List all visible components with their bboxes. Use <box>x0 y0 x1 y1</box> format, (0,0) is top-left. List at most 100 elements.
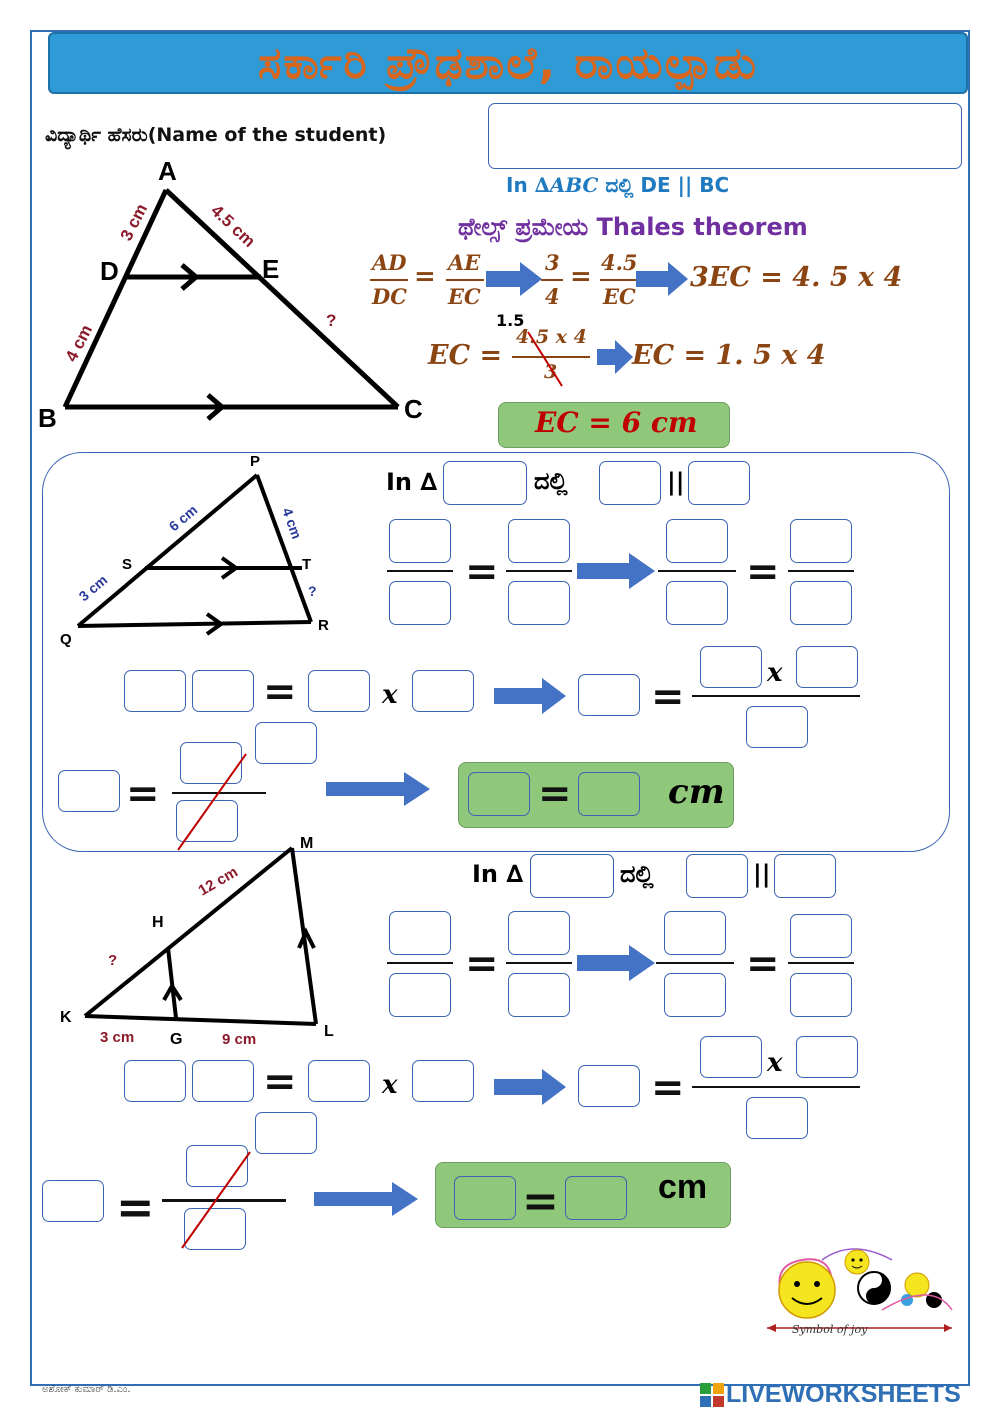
liveworksheets-logo-icon <box>700 1382 724 1407</box>
fraction-line <box>387 570 453 572</box>
example-answer-box <box>498 402 730 448</box>
equals-sign: = <box>651 674 685 720</box>
example-heading: In ∆ABC ದಲ್ಲಿ DE || BC <box>506 173 729 197</box>
p2-lhs2-input[interactable] <box>192 1060 254 1102</box>
p1-rhs2-input[interactable] <box>412 670 474 712</box>
liveworksheets-brand: LIVEWORKSHEETS <box>700 1380 961 1409</box>
cancel-note: 1.5 <box>496 311 525 330</box>
p1-cancel-extra-input[interactable] <box>255 722 317 764</box>
page-border <box>30 30 970 1386</box>
p1-num4-input[interactable] <box>790 519 852 563</box>
frac-ae-num: AE <box>448 250 481 275</box>
fraction-line <box>788 570 854 572</box>
p2-den3-input[interactable] <box>664 973 726 1017</box>
arrow-icon <box>636 262 688 296</box>
fraction-line <box>506 962 572 964</box>
p2-frac-num1-input[interactable] <box>700 1036 762 1078</box>
side-tr-label: ? <box>308 583 317 599</box>
side-kg-label: 3 cm <box>100 1029 134 1046</box>
p2-cancel-num-input[interactable] <box>186 1145 248 1187</box>
ec-label: EC = <box>428 340 503 371</box>
arrow-icon <box>494 1069 566 1105</box>
p1-lhs2-input[interactable] <box>192 670 254 712</box>
equals-sign: = <box>126 771 160 817</box>
vertex-c: C <box>404 394 423 424</box>
vertex-r: R <box>318 617 329 634</box>
result-ec: EC = 1. 5 x 4 <box>632 340 826 371</box>
p2-answer-right-input[interactable] <box>565 1176 627 1220</box>
p1-unknown-input[interactable] <box>578 674 640 716</box>
p1-lhs1-input[interactable] <box>124 670 186 712</box>
p1-triangle-input[interactable] <box>443 461 527 505</box>
p1-den2-input[interactable] <box>508 581 570 625</box>
arrow-icon <box>494 678 566 714</box>
arrow-icon <box>486 262 542 296</box>
vertex-b: B <box>38 403 57 433</box>
result-3ec: 3EC = 4. 5 x 4 <box>690 262 903 293</box>
p1-den4-input[interactable] <box>790 581 852 625</box>
arrow-icon <box>577 945 655 981</box>
equals-sign: = <box>651 1065 685 1111</box>
p1-line2-input[interactable] <box>688 461 750 505</box>
vertex-d: D <box>100 256 119 286</box>
p2-cancel-extra-input[interactable] <box>255 1112 317 1154</box>
p1-num2-input[interactable] <box>508 519 570 563</box>
p2-num4-input[interactable] <box>790 914 852 958</box>
triangle-abc-diagram: A B C D E 3 cm 4.5 cm 4 cm ? <box>38 156 423 433</box>
equals-sign: = <box>746 549 780 595</box>
p2-unknown-input[interactable] <box>578 1065 640 1107</box>
example-answer: EC = 6 cm <box>535 406 698 439</box>
school-name-banner: ಸರ್ಕಾರಿ ಪ್ರೌಢಶಾಲೆ, ರಾಯಲ್ಪಾಡು <box>48 32 968 94</box>
p1-cancel-num-input[interactable] <box>180 742 242 784</box>
p1-num3-input[interactable] <box>666 519 728 563</box>
equals-sign: = <box>116 1180 155 1234</box>
p1-cancel-den-input[interactable] <box>176 800 238 842</box>
p2-answer-left-input[interactable] <box>454 1176 516 1220</box>
frac-ad-line <box>370 279 408 281</box>
fraction-line <box>658 570 736 572</box>
p2-den1-input[interactable] <box>389 973 451 1017</box>
dalli-word: ದಲ್ಲಿ <box>605 173 634 197</box>
equals-sign: = <box>263 669 297 715</box>
p2-rhs2-input[interactable] <box>412 1060 474 1102</box>
p2-line1-input[interactable] <box>686 854 748 898</box>
fraction-line <box>692 695 860 697</box>
vertex-s: S <box>122 556 132 573</box>
p1-den3-input[interactable] <box>666 581 728 625</box>
vertex-m: M <box>300 835 313 852</box>
frac-ad-num: AD <box>372 250 407 275</box>
fraction-line <box>692 1086 860 1088</box>
p1-answer-left-input[interactable] <box>468 772 530 816</box>
p1-den1-input[interactable] <box>389 581 451 625</box>
p1-line1-input[interactable] <box>599 461 661 505</box>
p2-num3-input[interactable] <box>664 911 726 955</box>
student-name-input[interactable] <box>488 103 962 169</box>
p2-den2-input[interactable] <box>508 973 570 1017</box>
p1-answer-right-input[interactable] <box>578 772 640 816</box>
p2-in-label: In ∆ <box>472 860 524 888</box>
cancel-strike <box>181 1151 251 1249</box>
p2-frac-num2-input[interactable] <box>796 1036 858 1078</box>
p1-frac-den-input[interactable] <box>746 706 808 748</box>
problem-1-panel <box>42 452 950 852</box>
p2-rhs1-input[interactable] <box>308 1060 370 1102</box>
p1-rhs1-input[interactable] <box>308 670 370 712</box>
p2-final-unknown-input[interactable] <box>42 1180 104 1222</box>
p1-frac-num2-input[interactable] <box>796 646 858 688</box>
p2-den4-input[interactable] <box>790 973 852 1017</box>
p1-final-unknown-input[interactable] <box>58 770 120 812</box>
author-credit: ಅಶೋಕ್ ಕುಮಾರ್ ಡಿ.ಎಂ. <box>42 1384 131 1395</box>
frac-45-den: EC <box>603 284 636 309</box>
p2-frac-den-input[interactable] <box>746 1097 808 1139</box>
side-kh-label: ? <box>108 952 117 969</box>
p2-triangle-input[interactable] <box>530 854 614 898</box>
p2-num1-input[interactable] <box>389 911 451 955</box>
frac-ae-line <box>446 279 484 281</box>
vertex-t: T <box>302 556 311 573</box>
p1-frac-num1-input[interactable] <box>700 646 762 688</box>
frac-ad-den: DC <box>372 284 407 309</box>
p1-num1-input[interactable] <box>389 519 451 563</box>
p2-line2-input[interactable] <box>774 854 836 898</box>
p2-num2-input[interactable] <box>508 911 570 955</box>
p2-lhs1-input[interactable] <box>124 1060 186 1102</box>
